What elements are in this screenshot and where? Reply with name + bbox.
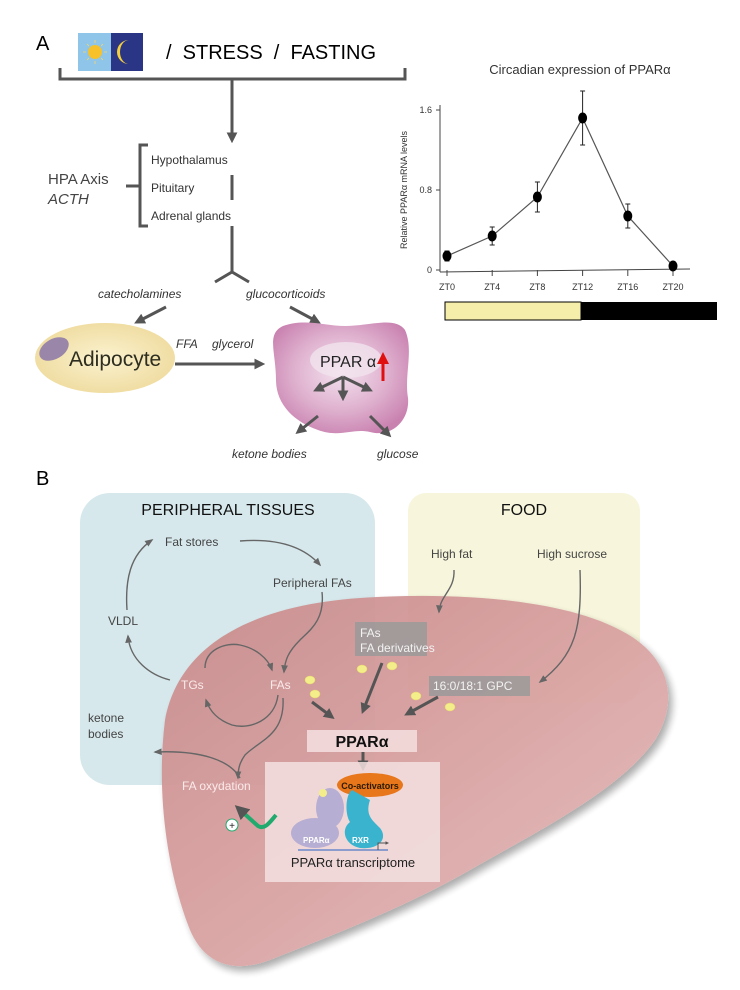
x-tick-label: ZT8 (529, 282, 545, 292)
fa-oxydation-label: FA oxydation (182, 779, 251, 793)
y-tick-label: 1.6 (419, 105, 432, 115)
chart-title: Circadian expression of PPARα (489, 62, 671, 77)
svg-text:+: + (229, 821, 235, 832)
day-night-icon (78, 33, 143, 71)
ligand-dots (304, 661, 456, 712)
sun-icon (88, 45, 102, 59)
split-connector (214, 226, 250, 284)
catecholamines-label: catecholamines (98, 287, 181, 301)
gpc-box (429, 676, 530, 696)
hpa-item: Hypothalamus (151, 153, 228, 167)
pathway-arrows (125, 539, 582, 780)
data-point (623, 210, 633, 222)
adipocyte-nucleus (39, 337, 69, 361)
glycerol-label: glycerol (212, 337, 254, 351)
rxr-label: RXR (352, 836, 369, 845)
arrow-glucocorticoids (289, 305, 321, 324)
data-point (487, 230, 497, 242)
ketone-bodies-label: ketone bodies (232, 447, 307, 461)
fa-derivatives-box (355, 622, 427, 656)
high-sucrose-label: High sucrose (537, 547, 607, 561)
peripheral-title: PERIPHERAL TISSUES (141, 502, 314, 519)
x-tick-label: ZT20 (662, 282, 683, 292)
ligand-dot (319, 789, 327, 797)
series-line (446, 116, 674, 267)
x-tick-label: ZT4 (484, 282, 500, 292)
high-fat-label: High fat (431, 547, 473, 561)
hpa-item: Adrenal glands (151, 209, 231, 223)
transcriptome-label: PPARα transcriptome (291, 855, 415, 870)
peripheral-fas-label: Peripheral FAs (273, 576, 352, 590)
hpa-item: Pituitary (151, 181, 194, 195)
fas-label: FAs (270, 678, 291, 692)
data-point (578, 112, 588, 124)
ppara-protein-label: PPARα (303, 836, 330, 845)
liver-internal-arrows (295, 375, 392, 438)
transcription-start-icon (377, 841, 390, 850)
up-arrow-icon (377, 352, 389, 381)
activation-arrow (234, 805, 278, 829)
x-tick-label: ZT12 (572, 282, 593, 292)
moon-icon (117, 40, 129, 64)
chart-ylabel: Relative PPARα mRNA levels (399, 130, 409, 249)
ketone-bodies-line1: ketone (88, 711, 124, 725)
fa-derivatives-line1: FAs (360, 626, 381, 640)
ketone-bodies-line2: bodies (88, 727, 123, 741)
light-phase-bar (444, 301, 582, 321)
ppara-label: PPARα (335, 734, 388, 751)
circadian-chart: Circadian expression of PPARα Relative P… (399, 62, 717, 321)
fa-derivatives-line2: FA derivatives (360, 641, 435, 655)
gpc-label: 16:0/18:1 GPC (433, 679, 513, 693)
ppara-box (307, 730, 417, 752)
ffa-label: FFA (176, 337, 198, 351)
y-tick-label: 0.8 (419, 185, 432, 195)
tgs-label: TGs (181, 678, 204, 692)
hpa-title: HPA Axis (48, 171, 109, 188)
data-point (668, 260, 678, 272)
y-tick-label: 0 (427, 265, 432, 275)
arrow-catecholamines (134, 305, 167, 324)
hpa-subtitle: ACTH (47, 191, 89, 208)
nucleus-highlight (310, 342, 382, 378)
ppara-protein-lower (291, 818, 339, 848)
glucose-label: glucose (377, 447, 419, 461)
adipocyte-cell (35, 323, 175, 393)
food-title: FOOD (501, 502, 547, 519)
data-point (532, 191, 542, 203)
x-tick-label: ZT16 (617, 282, 638, 292)
trigger-text: / STRESS / FASTING (166, 42, 376, 64)
panel-a-label: A (36, 33, 50, 55)
dark-phase-bar (581, 302, 717, 320)
ppara-input-arrows (311, 662, 439, 719)
data-point (442, 250, 452, 262)
ppara-protein-upper (316, 788, 344, 828)
rxr-protein (344, 790, 384, 849)
ppar-alpha-label: PPAR α (320, 354, 376, 371)
glucocorticoids-label: glucocorticoids (246, 287, 325, 301)
vldl-label: VLDL (108, 614, 138, 628)
panel-b-label: B (36, 468, 49, 490)
plus-icon: + (225, 818, 239, 832)
coactivators-label: Co-activators (341, 781, 399, 791)
fat-stores-label: Fat stores (165, 535, 218, 549)
adipocyte-label: Adipocyte (69, 348, 161, 371)
x-tick-label: ZT0 (439, 282, 455, 292)
hpa-brace (126, 143, 148, 228)
x-axis (439, 268, 691, 273)
